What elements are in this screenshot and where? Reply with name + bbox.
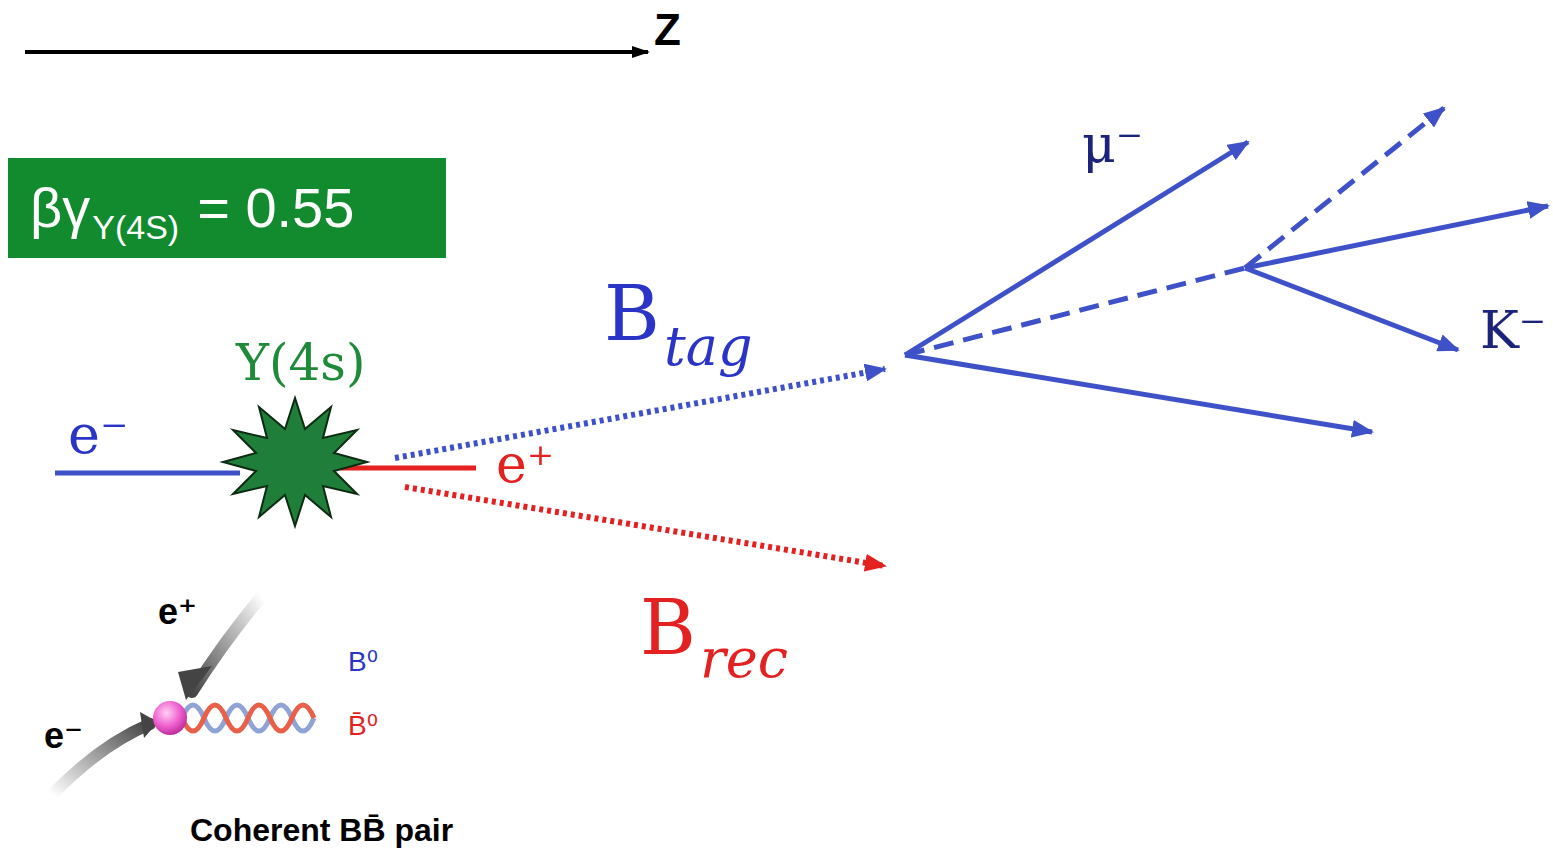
meson-label: B xyxy=(640,590,696,666)
parameter-box: βγY(4S) = 0.55 xyxy=(8,158,446,258)
subscript-text: Y(4S) xyxy=(92,210,179,244)
beam-label: e⁻ xyxy=(44,718,83,754)
parameter-text: βγ xyxy=(30,180,90,236)
particle-label: K⁻ xyxy=(1480,304,1546,356)
meson-subscript: tag xyxy=(664,320,752,374)
meson-label: B⁰ xyxy=(348,648,378,676)
beam-label: e⁺ xyxy=(158,594,197,630)
meson-label: B̄⁰ xyxy=(348,712,378,740)
meson-subscript: rec xyxy=(700,632,788,686)
beam-label: e⁻ xyxy=(68,408,128,462)
particle-label: μ⁻ xyxy=(1082,118,1143,170)
beam-label: e⁺ xyxy=(496,438,554,490)
parameter-text: = 0.55 xyxy=(197,180,354,236)
caption-text: Coherent BB̄ pair xyxy=(190,814,453,846)
meson-label: B xyxy=(604,276,660,352)
axis-label: Z xyxy=(654,8,681,52)
resonance-label: Υ(4s) xyxy=(236,338,366,388)
